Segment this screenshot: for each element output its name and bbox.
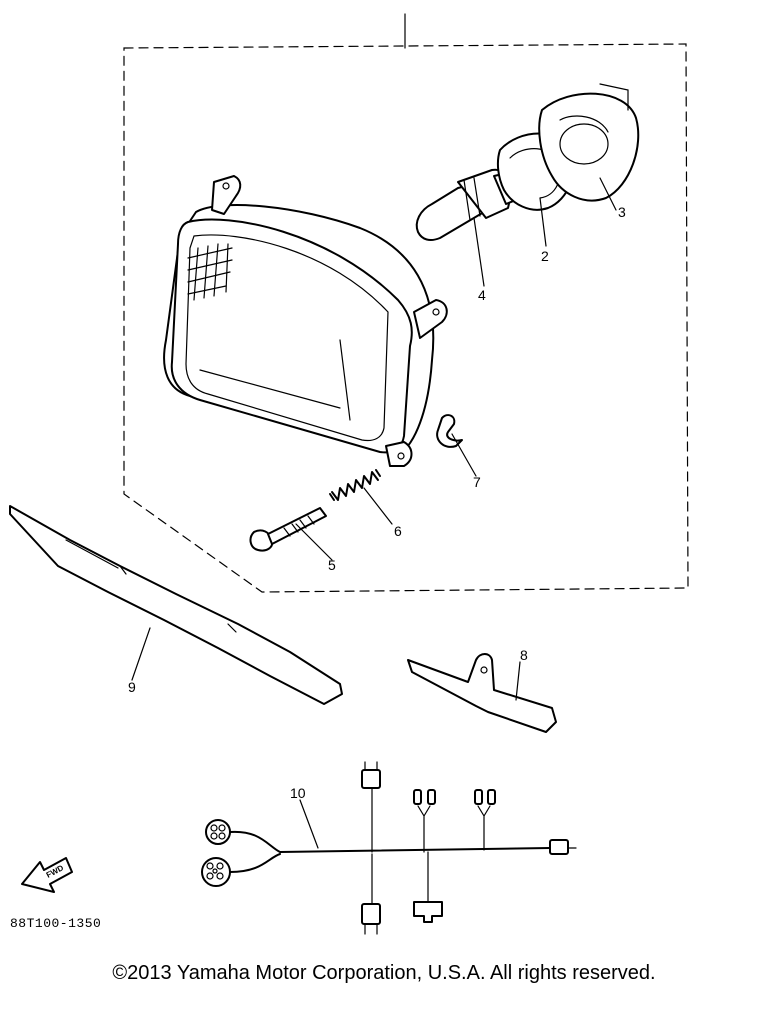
callout-labels: 3 2 4 7 6 5 8 9 10 1 [128,204,626,801]
callout-8: 8 [520,647,528,663]
front-bracket-bar [9,505,343,705]
lens-pattern [187,243,233,301]
callout-2: 2 [541,248,549,264]
assembly-boundary [123,13,689,593]
clip [436,414,463,448]
spring [329,469,381,501]
callout-9: 9 [128,679,136,695]
leader-lines [131,177,617,849]
callout-3: 3 [618,204,626,220]
callout-7: 7 [473,474,481,490]
fwd-arrow-icon: FWD [21,857,73,893]
headlight-unit [163,175,448,467]
side-bracket [407,653,557,733]
callout-4: 4 [478,287,486,303]
adjust-screw [249,507,327,552]
part-code: 88T100-1350 [10,916,102,931]
dust-cover [538,83,640,202]
callout-10: 10 [290,785,306,801]
wiring-harness [201,761,577,935]
callout-5: 5 [328,557,336,573]
callout-6: 6 [394,523,402,539]
copyright-notice: ©2013 Yamaha Motor Corporation, U.S.A. A… [112,962,656,984]
